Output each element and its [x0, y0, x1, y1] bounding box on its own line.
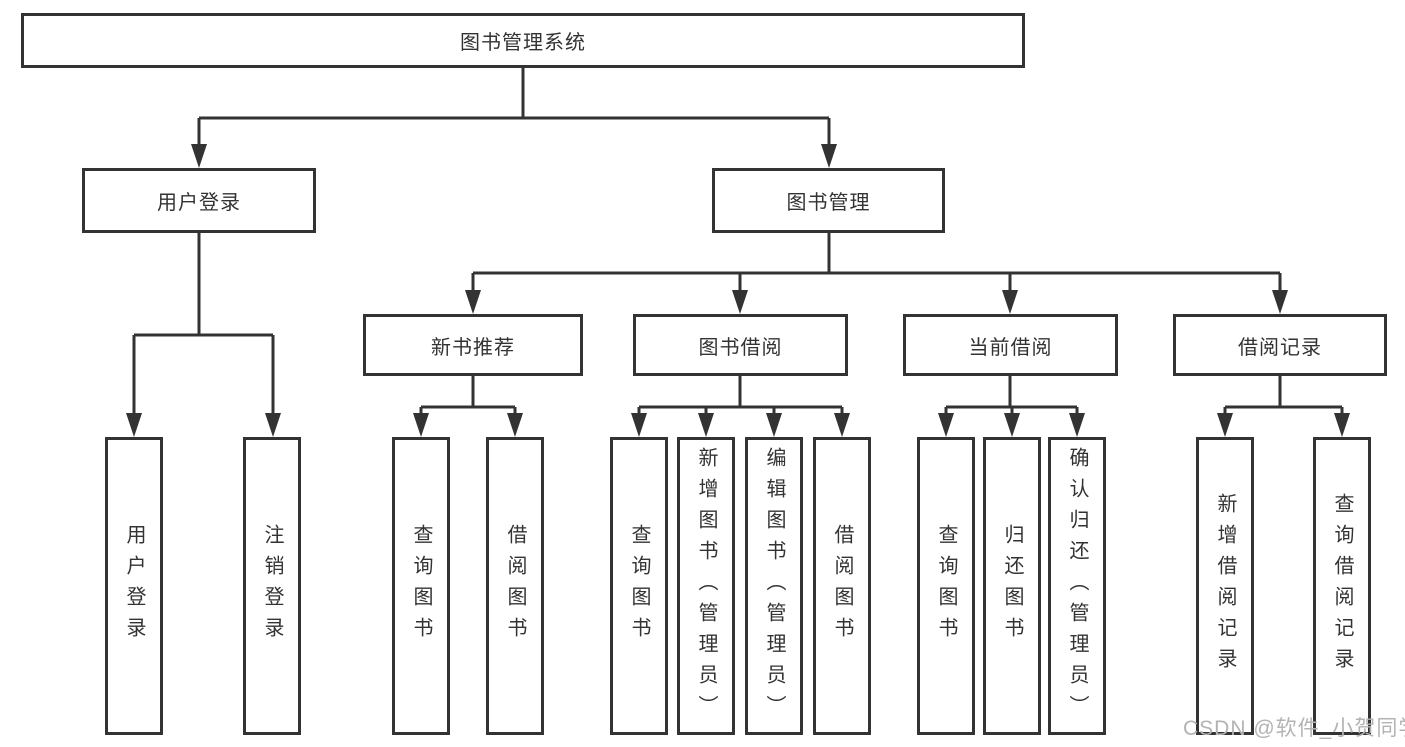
node-new-book-recommend: 新书推荐	[363, 314, 583, 376]
leaf-user-login: 用户登录	[105, 437, 163, 735]
node-borrow-records: 借阅记录	[1173, 314, 1387, 376]
node-root-library-system: 图书管理系统	[21, 13, 1025, 68]
leaf-query-borrow-record: 查询借阅记录	[1313, 437, 1371, 735]
leaf-query-books-current: 查询图书	[917, 437, 975, 735]
leaf-borrow-books-borrowing: 借阅图书	[813, 437, 871, 735]
leaf-query-books-recommend: 查询图书	[392, 437, 450, 735]
leaf-logout: 注销登录	[243, 437, 301, 735]
leaf-add-books-admin: 新增图书（管理员）	[677, 437, 735, 735]
node-book-management: 图书管理	[712, 168, 945, 233]
node-current-borrowing: 当前借阅	[903, 314, 1118, 376]
leaf-return-books: 归还图书	[983, 437, 1041, 735]
leaf-confirm-return-admin: 确认归还（管理员）	[1048, 437, 1106, 735]
node-book-borrowing: 图书借阅	[633, 314, 848, 376]
node-user-login: 用户登录	[82, 168, 316, 233]
leaf-query-books-borrowing: 查询图书	[610, 437, 668, 735]
leaf-borrow-books-recommend: 借阅图书	[486, 437, 544, 735]
arrowheads	[126, 144, 1350, 437]
leaf-edit-books-admin: 编辑图书（管理员）	[745, 437, 803, 735]
watermark-text: CSDN @软件_小贺同学	[1183, 717, 1405, 740]
leaf-add-borrow-record: 新增借阅记录	[1196, 437, 1254, 735]
